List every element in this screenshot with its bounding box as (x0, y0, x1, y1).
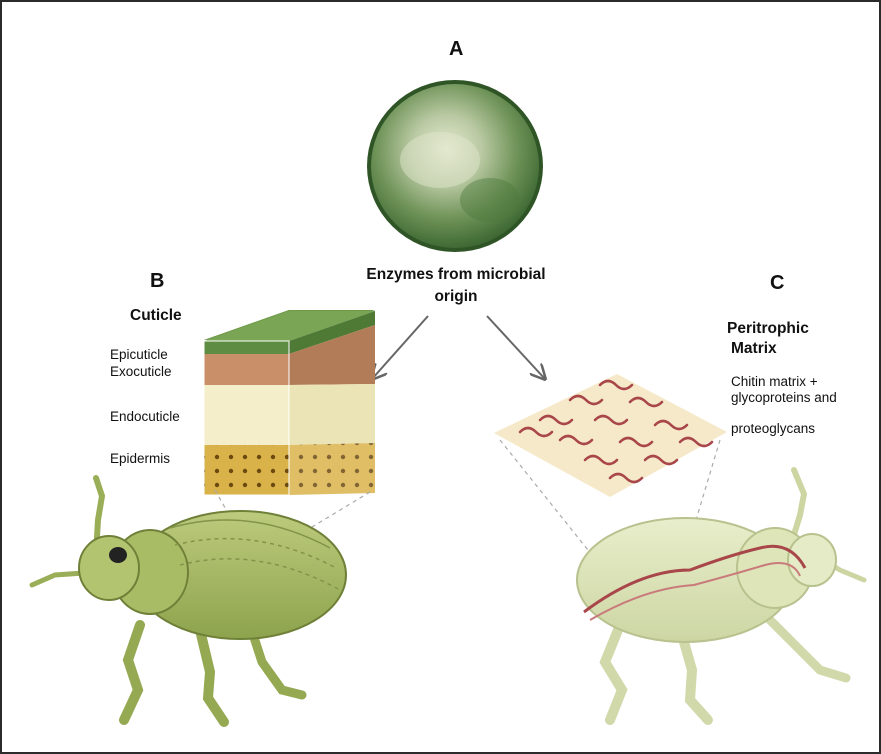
panel-c-desc-line2: glycoproteins and (731, 390, 837, 405)
epicuticle-layer (204, 341, 289, 354)
layer-label-epicuticle: Epicuticle (110, 347, 168, 362)
arrow-right (487, 316, 545, 379)
panel-c-letter: C (770, 272, 784, 295)
panel-a-caption-line1: Enzymes from microbial (342, 266, 570, 284)
panel-a-letter: A (449, 38, 463, 61)
petri-dish-icon (367, 80, 543, 252)
panel-c-title-line1: Peritrophic (727, 320, 809, 338)
chitin-mesh-icon (494, 374, 727, 497)
layer-label-epidermis: Epidermis (110, 451, 170, 466)
beetle-icon (32, 478, 346, 722)
epidermis-layer (204, 445, 289, 495)
panel-c-desc-line1: Chitin matrix + (731, 374, 818, 389)
layer-label-endocuticle: Endocuticle (110, 409, 180, 424)
arrow-left (372, 316, 428, 379)
layer-label-exocuticle: Exocuticle (110, 364, 172, 379)
cuticle-block-icon (204, 310, 375, 495)
panel-b-letter: B (150, 270, 164, 293)
panel-c-title-line2: Matrix (731, 340, 777, 358)
beetle-outline-icon (577, 470, 864, 720)
panel-a-caption-line2: origin (342, 288, 570, 306)
exocuticle-layer (204, 354, 289, 385)
panel-c-desc-line3: proteoglycans (731, 421, 815, 436)
panel-b-title: Cuticle (130, 307, 182, 325)
endocuticle-layer (204, 385, 289, 445)
